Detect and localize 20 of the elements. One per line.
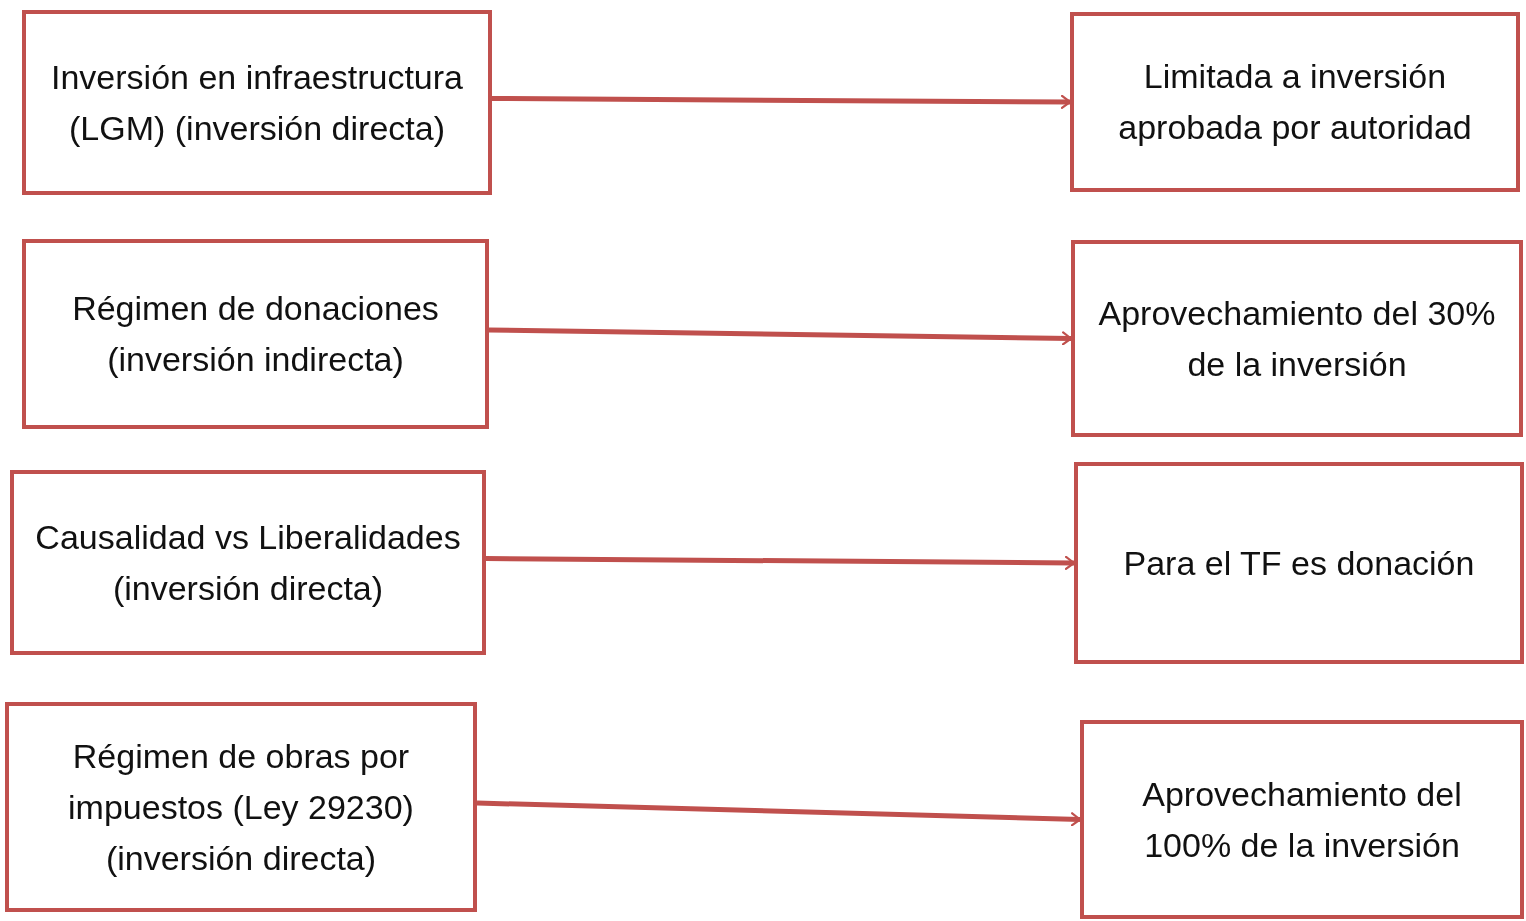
box-text: Inversión en infraestructura (LGM) (inversión directa) <box>50 56 464 149</box>
arrow <box>476 800 1082 827</box>
text-box <box>1070 12 1520 192</box>
arrow <box>488 327 1073 346</box>
text-box <box>10 470 486 655</box>
box-text: Régimen de donaciones (inversión indirecta) <box>71 288 440 380</box>
box-text: Para el TF es donación <box>1122 542 1476 584</box>
text-box <box>22 239 489 429</box>
text-box <box>22 10 492 195</box>
arrow <box>485 555 1076 571</box>
text-box <box>1080 720 1524 919</box>
box-text: Causalidad vs Liberalidades (inversión directa) <box>34 516 462 609</box>
text-box <box>1074 462 1524 664</box>
text-box <box>5 702 477 912</box>
box-text: Limitada a inversión aprobada por autoridad <box>1117 56 1473 148</box>
box-text: Aprovechamiento del 100% de la inversión <box>1141 773 1463 866</box>
text-box <box>1071 240 1523 437</box>
box-text: Régimen de obras por impuestos (Ley 29230) (inversión directa) <box>67 735 415 879</box>
box-text: Aprovechamiento del 30% de la inversión <box>1097 292 1497 385</box>
arrow <box>492 94 1072 110</box>
